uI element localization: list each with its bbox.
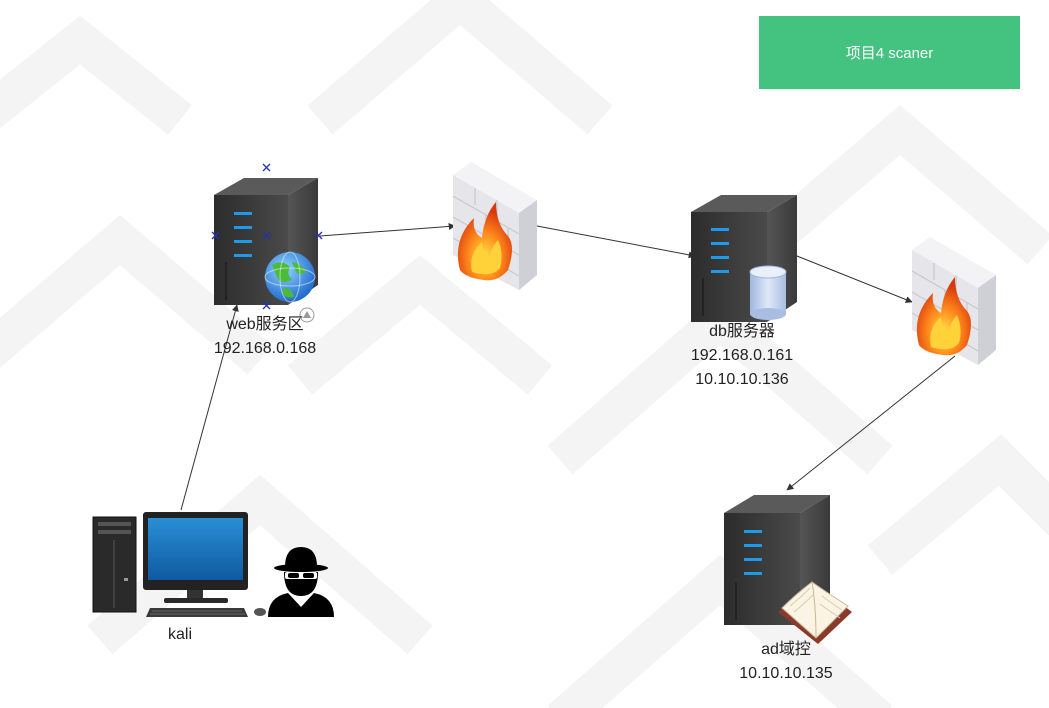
book-icon (778, 581, 852, 644)
ad-server-ip: 10.10.10.135 (739, 665, 833, 682)
firewall-1[interactable] (452, 162, 537, 290)
edge-db-to-firewall2 (796, 255, 913, 303)
web-server-label: web服务区 192.168.0.168 (195, 313, 335, 361)
title-text: 项目4 scaner (845, 45, 934, 62)
selection-handles[interactable] (211, 163, 323, 310)
kali-label: kali (140, 623, 220, 647)
database-icon (749, 265, 787, 320)
db-server-label: db服务器 192.168.0.161 10.10.10.136 (672, 320, 812, 392)
web-server-name: web服务区 (226, 316, 304, 333)
firewall-2[interactable] (911, 237, 996, 365)
firewall-icon (452, 162, 537, 290)
ad-server[interactable] (724, 495, 852, 644)
desktop-computer-icon (92, 512, 266, 617)
db-server-name: db服务器 (709, 323, 775, 340)
globe-icon (264, 251, 316, 303)
rotate-handle-icon[interactable] (299, 307, 315, 323)
kali-name: kali (167, 626, 192, 643)
web-server-ip: 192.168.0.168 (213, 340, 317, 357)
kali-workstation[interactable] (92, 512, 334, 617)
edge-firewall2-to-ad (786, 355, 956, 491)
ad-server-name: ad域控 (761, 641, 811, 658)
edge-kali-to-web (180, 304, 239, 511)
edge-firewall1-to-db (536, 225, 696, 259)
db-server[interactable] (691, 195, 797, 322)
hacker-icon (268, 547, 334, 617)
title-box[interactable]: 项目4 scaner (759, 16, 1020, 89)
ad-server-label: ad域控 10.10.10.135 (716, 638, 856, 686)
edge-web-to-firewall1 (319, 222, 456, 237)
web-server[interactable] (211, 163, 323, 323)
firewall-icon (911, 237, 996, 365)
db-server-ip-1: 192.168.0.161 (690, 347, 794, 364)
db-server-ip-2: 10.10.10.136 (695, 371, 789, 388)
edges (180, 222, 956, 511)
